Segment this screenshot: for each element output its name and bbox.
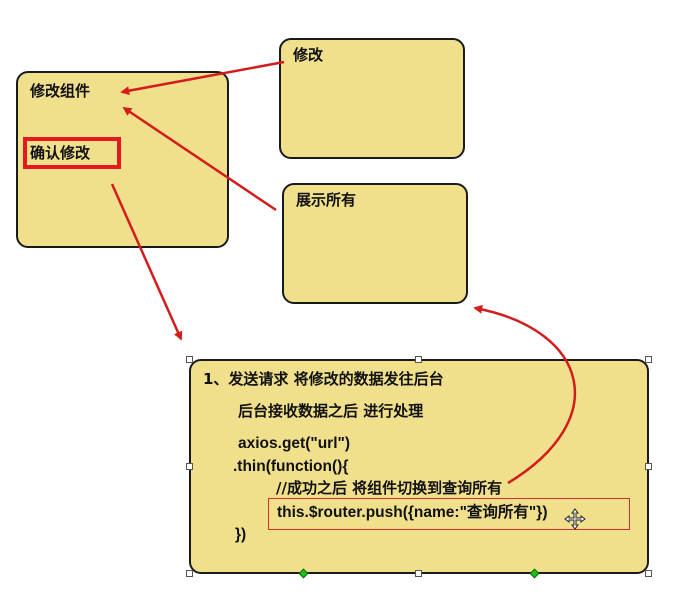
note-line-backend-process: 后台接收数据之后 进行处理 (238, 402, 424, 420)
selection-handle[interactable] (415, 356, 422, 363)
confirm-modify-button[interactable]: 确认修改 (30, 144, 91, 162)
modify-title: 修改 (293, 46, 324, 64)
selection-handle[interactable] (415, 570, 422, 577)
arrow-push-to-showall (473, 304, 577, 485)
router-push-highlight (268, 498, 630, 530)
note-line-axios-get: axios.get("url") (238, 435, 351, 452)
show-all-title: 展示所有 (296, 191, 357, 209)
show-all-box (282, 183, 468, 304)
confirm-modify-highlight (23, 137, 121, 169)
selection-handle[interactable] (186, 356, 193, 363)
modify-box (279, 38, 465, 159)
note-line-thin: .thin(function(){ (233, 458, 349, 475)
modify-component-title: 修改组件 (30, 82, 91, 100)
selection-handle[interactable] (186, 463, 193, 470)
selection-handle[interactable] (645, 356, 652, 363)
note-line-router-push: this.$router.push({name:"查询所有"}) (277, 504, 548, 521)
note-line-comment: //成功之后 将组件切换到查询所有 (276, 479, 503, 497)
selection-handle[interactable] (645, 463, 652, 470)
arrow-modify-to-component (120, 60, 285, 96)
move-cursor-icon (564, 508, 586, 530)
arrow-showall-to-component (122, 106, 277, 212)
note-line-close: }) (235, 526, 247, 543)
arrow-confirm-to-note (110, 183, 183, 341)
selection-handle[interactable] (645, 570, 652, 577)
selection-handle[interactable] (186, 570, 193, 577)
note-box[interactable] (189, 359, 649, 574)
note-line-send-request: 1、发送请求 将修改的数据发往后台 (203, 370, 444, 388)
